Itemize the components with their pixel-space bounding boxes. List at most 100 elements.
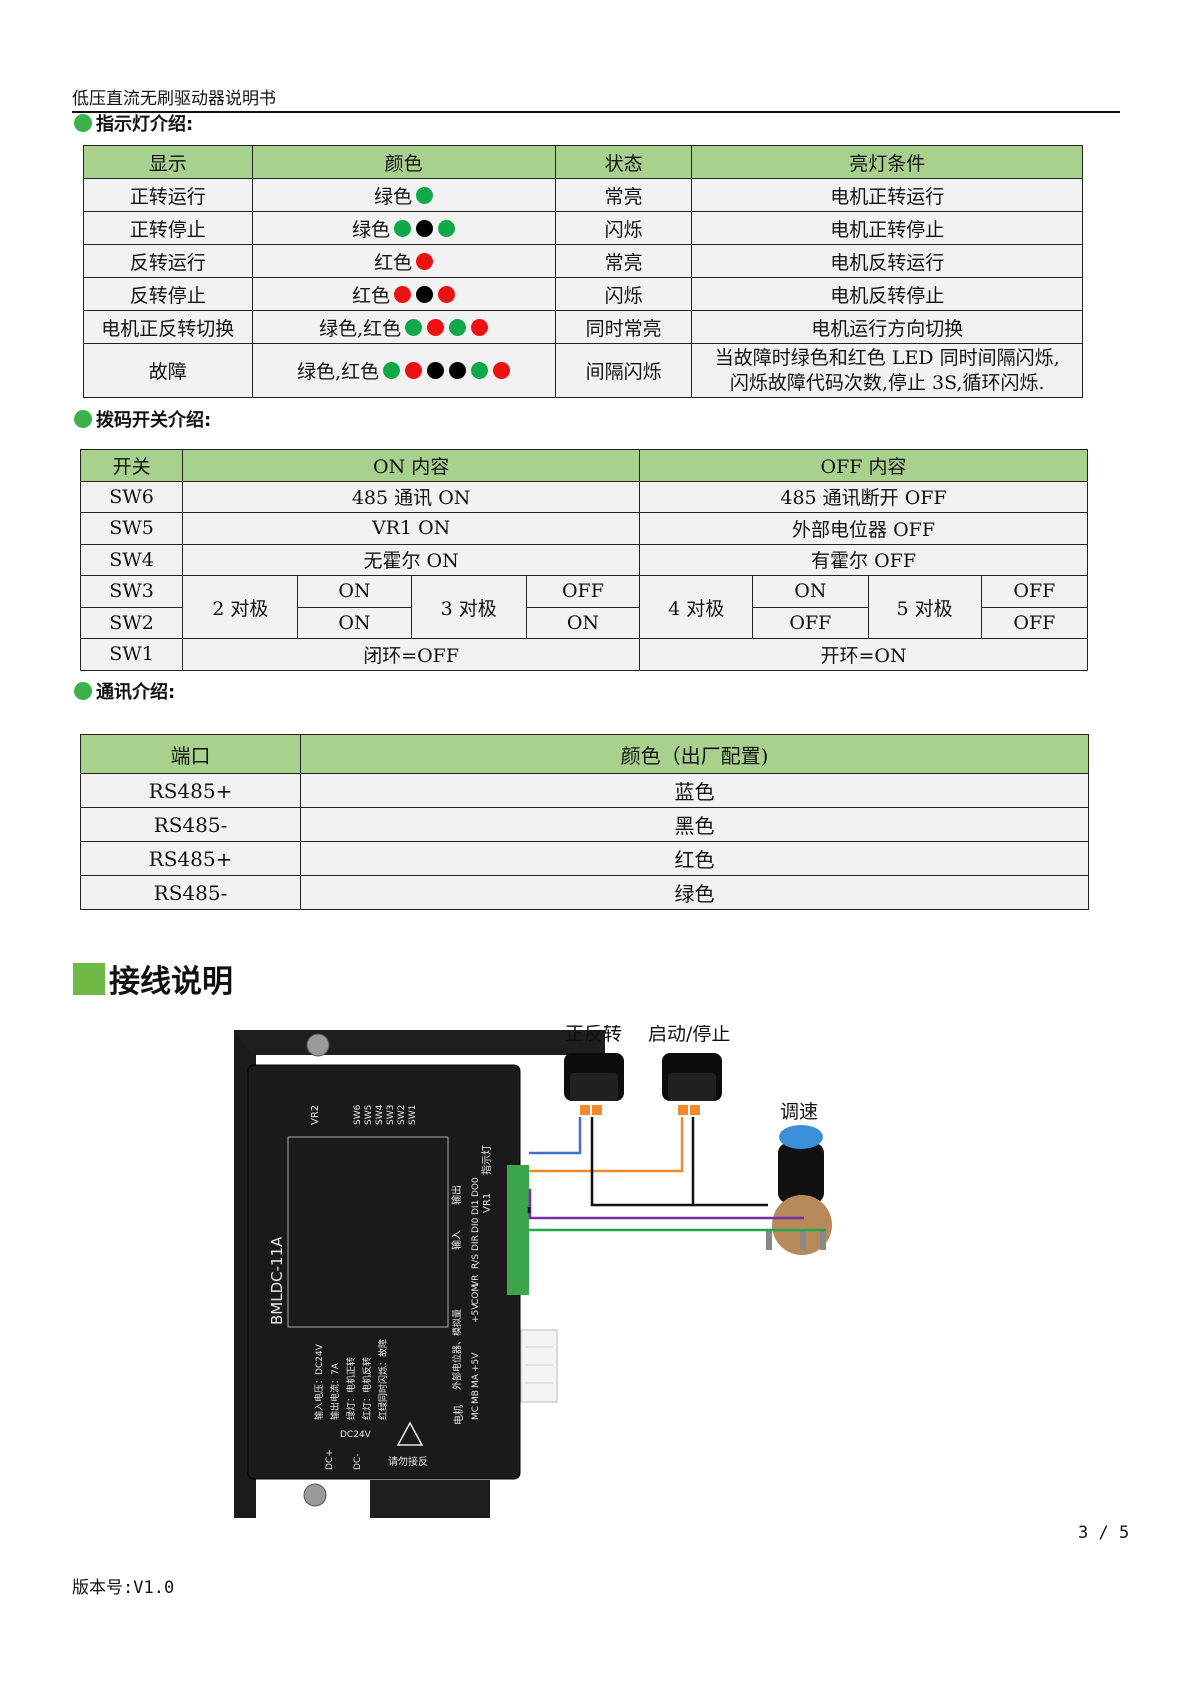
- color-cell: 绿色,红色: [251, 310, 556, 344]
- heading-square-icon: [73, 962, 105, 995]
- table-row: RS485+蓝色: [80, 773, 1089, 808]
- speed-potentiometer: 调速: [766, 1101, 832, 1255]
- input-label: 输入: [450, 1230, 463, 1250]
- model-label: BMLDC-11A: [268, 1236, 286, 1325]
- header-cell: OFF 内容: [639, 449, 1088, 482]
- spec-label: 红绿同时闪烁：故障: [377, 1339, 389, 1420]
- spec-label: 输出电流：7A: [329, 1362, 341, 1420]
- off-cell: 外部电位器 OFF: [639, 512, 1088, 545]
- wiring-heading-label: 接线说明: [109, 964, 233, 1000]
- heatsink-bottom: [370, 1480, 490, 1518]
- port-cell: RS485-: [80, 875, 301, 910]
- condition-cell: 电机运行方向切换: [691, 310, 1083, 344]
- indicator-label: 指示灯: [480, 1145, 493, 1175]
- header-cell: 亮灯条件: [691, 145, 1083, 179]
- display-cell: 故障: [83, 343, 253, 398]
- red-led-dot-icon: [416, 252, 434, 270]
- spec-label: 输入电压：DC24V: [313, 1343, 325, 1420]
- page-number: 3 / 5: [1078, 1523, 1130, 1543]
- terminal-label: R/S: [471, 1254, 481, 1269]
- display-cell: 电机正反转切换: [83, 310, 253, 344]
- table-row: 电机正反转切换 绿色,红色 同时常亮 电机运行方向切换: [83, 310, 1083, 344]
- vr1-label: VR1: [482, 1193, 493, 1213]
- condition-line: 闪烁故障代码次数,停止 3S,循环闪烁.: [729, 371, 1045, 394]
- switch-name: SW5: [79, 512, 184, 545]
- color-text: 红色: [374, 251, 413, 274]
- condition-cell: 当故障时绿色和红色 LED 同时间隔闪烁, 闪烁故障代码次数,停止 3S,循环闪…: [691, 343, 1083, 398]
- terminal-label: COM: [471, 1284, 481, 1305]
- header-cell: 端口: [80, 734, 301, 774]
- start-stop-switch: 启动/停止: [648, 1025, 730, 1115]
- indicator-section-title: 指示灯介绍:: [74, 110, 193, 136]
- warning-label: 请勿接反: [388, 1455, 428, 1468]
- off-cell: 485 通讯断开 OFF: [639, 480, 1088, 513]
- display-cell: 正转运行: [83, 178, 253, 212]
- red-led-dot-icon: [493, 362, 511, 379]
- black-led-dot-icon: [449, 362, 467, 379]
- dip-switch-label: SW6: [353, 1104, 363, 1125]
- port-cell: RS485+: [80, 841, 301, 876]
- value-cell: OFF: [525, 575, 641, 608]
- pole-cell: 3 对极: [410, 575, 527, 639]
- table-header-row: 端口 颜色（出厂配置): [80, 734, 1089, 774]
- dip-switch-table: 开关 ON 内容 OFF 内容 SW6 485 通讯 ON 485 通讯断开 O…: [79, 449, 1089, 671]
- motor-terminal-label: MA: [471, 1373, 481, 1388]
- bullet-icon: [74, 410, 92, 428]
- dip-switch-label: SW1: [408, 1105, 418, 1125]
- on-cell: VR1 ON: [182, 512, 641, 545]
- table-row: RS485-黑色: [80, 807, 1089, 842]
- comm-section-title: 通讯介绍:: [74, 678, 175, 704]
- condition-cell: 电机正转运行: [691, 178, 1083, 212]
- motor-terminal-label: MC: [471, 1406, 481, 1420]
- knob-icon: [778, 1143, 824, 1203]
- warning-icon: [396, 1421, 424, 1446]
- color-text: 绿色: [374, 185, 413, 208]
- terminal-label: DIR: [471, 1235, 481, 1251]
- terminal-label: +5V: [471, 1303, 481, 1323]
- on-cell: 485 通讯 ON: [182, 480, 641, 513]
- value-cell: OFF: [980, 606, 1089, 639]
- green-led-dot-icon: [383, 362, 401, 379]
- green-led-dot-icon: [416, 186, 434, 204]
- orange-wire: [529, 1117, 684, 1173]
- terminal-label: VR: [471, 1275, 481, 1287]
- condition-cell: 电机反转停止: [691, 277, 1083, 311]
- red-led-dot-icon: [405, 362, 423, 379]
- condition-line: 当故障时绿色和红色 LED 同时间隔闪烁,: [714, 346, 1060, 369]
- terminal-label: DI0: [471, 1217, 481, 1233]
- display-cell: 正转停止: [83, 211, 253, 245]
- wire-color-cell: 绿色: [300, 875, 1089, 910]
- black-led-dot-icon: [416, 219, 434, 237]
- on-cell: 无霍尔 ON: [182, 543, 641, 576]
- value-cell: OFF: [980, 575, 1089, 608]
- header-cell: 显示: [83, 145, 253, 179]
- spec-label: 红灯：电机反转: [361, 1357, 373, 1420]
- display-cell: 反转运行: [83, 244, 253, 278]
- value-cell: ON: [525, 606, 641, 639]
- off-cell: 有霍尔 OFF: [639, 543, 1088, 576]
- bullet-icon: [74, 682, 92, 700]
- wire-color-cell: 红色: [300, 841, 1089, 876]
- pole-cell: 5 对极: [867, 575, 982, 639]
- switch-name: SW6: [79, 480, 184, 513]
- motor-terminal-label: +5V: [471, 1352, 481, 1372]
- color-cell: 红色: [251, 244, 556, 278]
- terminal-label: DI1: [471, 1200, 481, 1215]
- table-header-row: 显示 颜色 状态 亮灯条件: [83, 145, 1083, 179]
- output-label: 输出: [450, 1185, 463, 1205]
- header-cell: 状态: [554, 145, 693, 179]
- on-cell: 闭环=OFF: [182, 638, 641, 671]
- spec-labels: 输入电压：DC24V 输出电流：7A 绿灯：电机正转红灯：电机反转红绿同时闪烁：故障: [313, 1339, 389, 1420]
- version-label: 版本号:V1.0: [72, 1578, 175, 1598]
- switch-name: SW4: [79, 543, 184, 576]
- red-led-dot-icon: [471, 318, 489, 336]
- state-cell: 闪烁: [554, 211, 693, 245]
- spec-label: 绿灯：电机正转: [345, 1357, 357, 1420]
- state-cell: 间隔闪烁: [554, 343, 693, 398]
- motor-connector: [520, 1329, 558, 1403]
- motor-label: 电机: [452, 1405, 465, 1425]
